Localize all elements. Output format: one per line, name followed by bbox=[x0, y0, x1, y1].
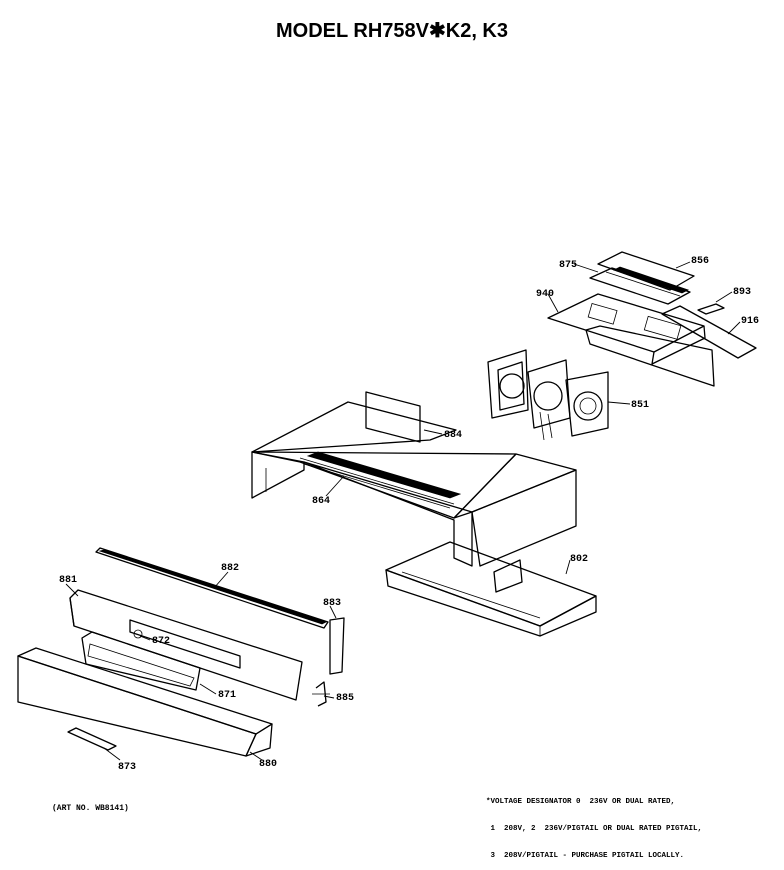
part-884-housing bbox=[251, 391, 577, 567]
part-885-bracket bbox=[312, 681, 330, 707]
voltage-note-line: *VOLTAGE DESIGNATOR 0 236V OR DUAL RATED… bbox=[486, 798, 676, 806]
voltage-note: *VOLTAGE DESIGNATOR 0 236V OR DUAL RATED… bbox=[486, 780, 702, 870]
part-802-tray bbox=[385, 541, 597, 637]
label-884: 884 bbox=[444, 430, 462, 441]
part-881-panel bbox=[69, 589, 303, 701]
part-893-clip bbox=[697, 303, 725, 315]
part-916-plate bbox=[585, 305, 757, 387]
part-882-strip bbox=[95, 547, 329, 629]
voltage-note-line: 3 208V/PIGTAIL - PURCHASE PIGTAIL LOCALL… bbox=[486, 852, 685, 860]
part-880-front bbox=[17, 647, 273, 757]
label-893: 893 bbox=[733, 287, 751, 298]
part-883-side bbox=[329, 617, 345, 675]
label-864: 864 bbox=[312, 496, 330, 507]
label-873: 873 bbox=[118, 762, 136, 773]
label-872: 872 bbox=[152, 636, 170, 647]
leader-lines bbox=[65, 261, 741, 761]
label-871: 871 bbox=[218, 690, 236, 701]
part-940-plate bbox=[547, 293, 706, 365]
label-851: 851 bbox=[631, 400, 649, 411]
voltage-note-line: 1 208V, 2 236V/PIGTAIL OR DUAL RATED PIG… bbox=[486, 825, 703, 833]
diagram-title: MODEL RH758V✱K2, K3 bbox=[275, 20, 508, 42]
part-871-window bbox=[81, 631, 201, 691]
label-881: 881 bbox=[59, 575, 77, 586]
label-856: 856 bbox=[691, 256, 709, 267]
label-882: 882 bbox=[221, 563, 239, 574]
label-940: 940 bbox=[536, 289, 554, 300]
label-880: 880 bbox=[259, 759, 277, 770]
label-885: 885 bbox=[336, 693, 354, 704]
part-851-blower bbox=[487, 349, 609, 441]
label-916: 916 bbox=[741, 316, 759, 327]
art-number: (ART NO. WB8141) bbox=[52, 804, 129, 813]
part-873-bracket bbox=[67, 727, 117, 751]
part-856-plate bbox=[589, 251, 695, 305]
label-883: 883 bbox=[323, 598, 341, 609]
label-875: 875 bbox=[559, 260, 577, 271]
label-802: 802 bbox=[570, 554, 588, 565]
